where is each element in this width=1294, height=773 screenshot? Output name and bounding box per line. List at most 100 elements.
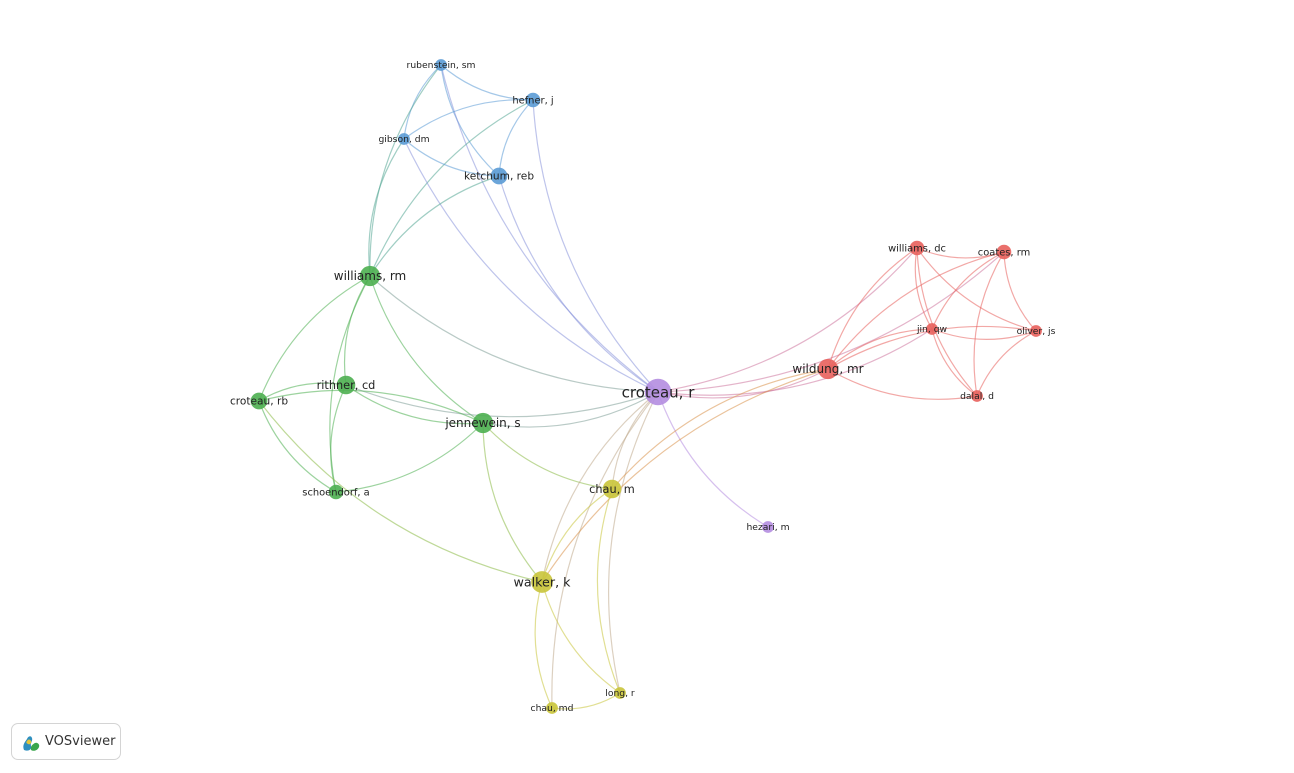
node-jennewein-s[interactable] [472,412,494,434]
edge-croteau_r-williams_dc [657,247,918,393]
node-long-r[interactable] [614,687,626,699]
edge-wildung_mr-chau_m [611,368,829,490]
edge-jennewein_s-chau_m [482,422,613,490]
edge-walker_k-chau_md [534,581,553,709]
node-rithner-cd[interactable] [336,375,356,395]
node-label-long-r[interactable]: long, r [605,688,635,699]
node-dalal-d[interactable] [971,390,983,402]
node-label-walker-k[interactable]: walker, k [513,574,571,589]
node-label-oliver-js[interactable]: oliver, js [1017,326,1056,337]
edge-croteau_r-wildung_mr [657,368,829,399]
edge-croteau_rb-schoendorf_a [258,400,337,493]
edge-oliver_js-dalal_d [976,330,1037,397]
node-label-jin-qw[interactable]: jin, qw [916,324,948,335]
edge-croteau_r-long_r [607,391,659,694]
edge-wildung_mr-dalal_d [827,368,978,400]
edge-rithner_cd-jennewein_s [345,384,484,425]
edge-jin_qw-wildung_mr [827,328,933,370]
edge-hefner_j-williams_rm [369,99,534,277]
edge-croteau_r-hezari_m [657,391,769,528]
edge-croteau_r-chau_md [551,391,659,709]
node-label-coates-rm[interactable]: coates, rm [978,247,1030,258]
edge-coates_rm-wildung_mr [827,251,1005,370]
edge-gibson_dm-ketchum_reb [403,138,500,177]
edge-williams_rm-croteau_rb [258,275,371,402]
node-label-hezari-m[interactable]: hezari, m [746,522,789,533]
node-label-chau-md[interactable]: chau, md [531,703,574,714]
edge-chau_m-long_r [596,488,621,694]
edge-jennewein_s-croteau_r [482,391,659,428]
node-label-schoendorf-a[interactable]: schoendorf, a [302,487,369,498]
vosviewer-label: VOSviewer [45,734,116,749]
edge-coates_rm-dalal_d [973,251,1005,397]
edge-ketchum_reb-croteau_r [498,175,659,393]
node-chau-m[interactable] [602,479,622,499]
edge-croteau_rb-walker_k [258,400,543,583]
edge-williams_rm-croteau_r [369,275,659,393]
edge-gibson_dm-williams_rm [368,138,405,277]
vosviewer-logo-icon [23,735,40,751]
vosviewer-badge[interactable]: VOSviewer [11,723,121,760]
edge-croteau_r-walker_k [541,391,659,583]
node-label-rubenstein-sm[interactable]: rubenstein, sm [407,60,476,71]
edge-croteau_r-coates_rm [657,251,1005,393]
node-rubenstein-sm[interactable] [435,59,447,71]
node-label-wildung-mr[interactable]: wildung, mr [792,362,863,376]
edge-hefner_j-croteau_r [532,99,659,393]
edge-schoendorf_a-jennewein_s [335,422,484,493]
node-williams-rm[interactable] [359,265,381,287]
edge-williams_rm-jennewein_s [369,275,484,424]
edge-jennewein_s-croteau_rb [258,389,484,424]
node-croteau-rb[interactable] [250,392,268,410]
edge-croteau_r-jin_qw [657,328,933,396]
node-wildung-mr[interactable] [817,358,839,380]
edge-williams_dc-dalal_d [916,247,978,397]
edge-williams_rm-rithner_cd [343,275,371,386]
edge-rithner_cd-schoendorf_a [330,384,347,493]
edge-chau_m-walker_k [541,488,613,583]
node-schoendorf-a[interactable] [328,484,344,500]
node-label-rithner-cd[interactable]: rithner, cd [317,379,376,392]
labels-layer: croteau, r hezari, m williams, rm rithner, … [230,60,1056,714]
node-oliver-js[interactable] [1030,325,1042,337]
edge-hefner_j-ketchum_reb [498,99,534,177]
node-label-ketchum-reb[interactable]: ketchum, reb [464,171,534,183]
edge-rubenstein_sm-gibson_dm [403,64,442,140]
node-label-chau-m[interactable]: chau, m [589,483,635,496]
node-label-croteau-r[interactable]: croteau, r [622,383,696,401]
node-walker-k[interactable] [531,571,553,593]
edge-jin_qw-dalal_d [931,328,978,397]
node-gibson-dm[interactable] [398,133,410,145]
node-ketchum-reb[interactable] [490,167,508,185]
node-hefner-j[interactable] [525,92,541,108]
edge-coates_rm-jin_qw [931,251,1005,330]
node-label-dalal-d[interactable]: dalal, d [960,391,994,402]
edge-williams_dc-jin_qw [914,247,933,330]
node-chau-md[interactable] [546,702,558,714]
edge-rithner_cd-croteau_r [345,384,659,418]
node-hezari-m[interactable] [762,521,774,533]
edges-layer [258,64,1037,710]
node-jin-qw[interactable] [926,323,938,335]
node-label-williams-rm[interactable]: williams, rm [334,269,407,283]
nodes-layer [250,59,1042,714]
node-williams-dc[interactable] [909,240,925,256]
edge-hefner_j-gibson_dm [403,99,534,140]
edge-williams_dc-oliver_js [916,247,1037,332]
edge-rubenstein_sm-croteau_r [440,64,659,393]
edge-chau_md-long_r [551,692,621,710]
node-label-croteau-rb[interactable]: croteau, rb [230,396,288,408]
node-label-hefner-j[interactable]: hefner, j [512,95,553,106]
node-label-williams-dc[interactable]: williams, dc [888,243,946,254]
node-coates-rm[interactable] [996,244,1012,260]
node-label-jennewein-s[interactable]: jennewein, s [444,416,520,430]
edge-jennewein_s-walker_k [482,422,543,583]
edge-ketchum_reb-williams_rm [369,175,500,277]
node-label-gibson-dm[interactable]: gibson, dm [378,134,429,145]
edge-wildung_mr-walker_k [541,368,829,583]
node-croteau-r[interactable] [644,378,672,406]
edge-williams_dc-wildung_mr [827,247,918,370]
edge-rubenstein_sm-ketchum_reb [440,64,500,177]
edge-rubenstein_sm-williams_rm [369,64,442,277]
